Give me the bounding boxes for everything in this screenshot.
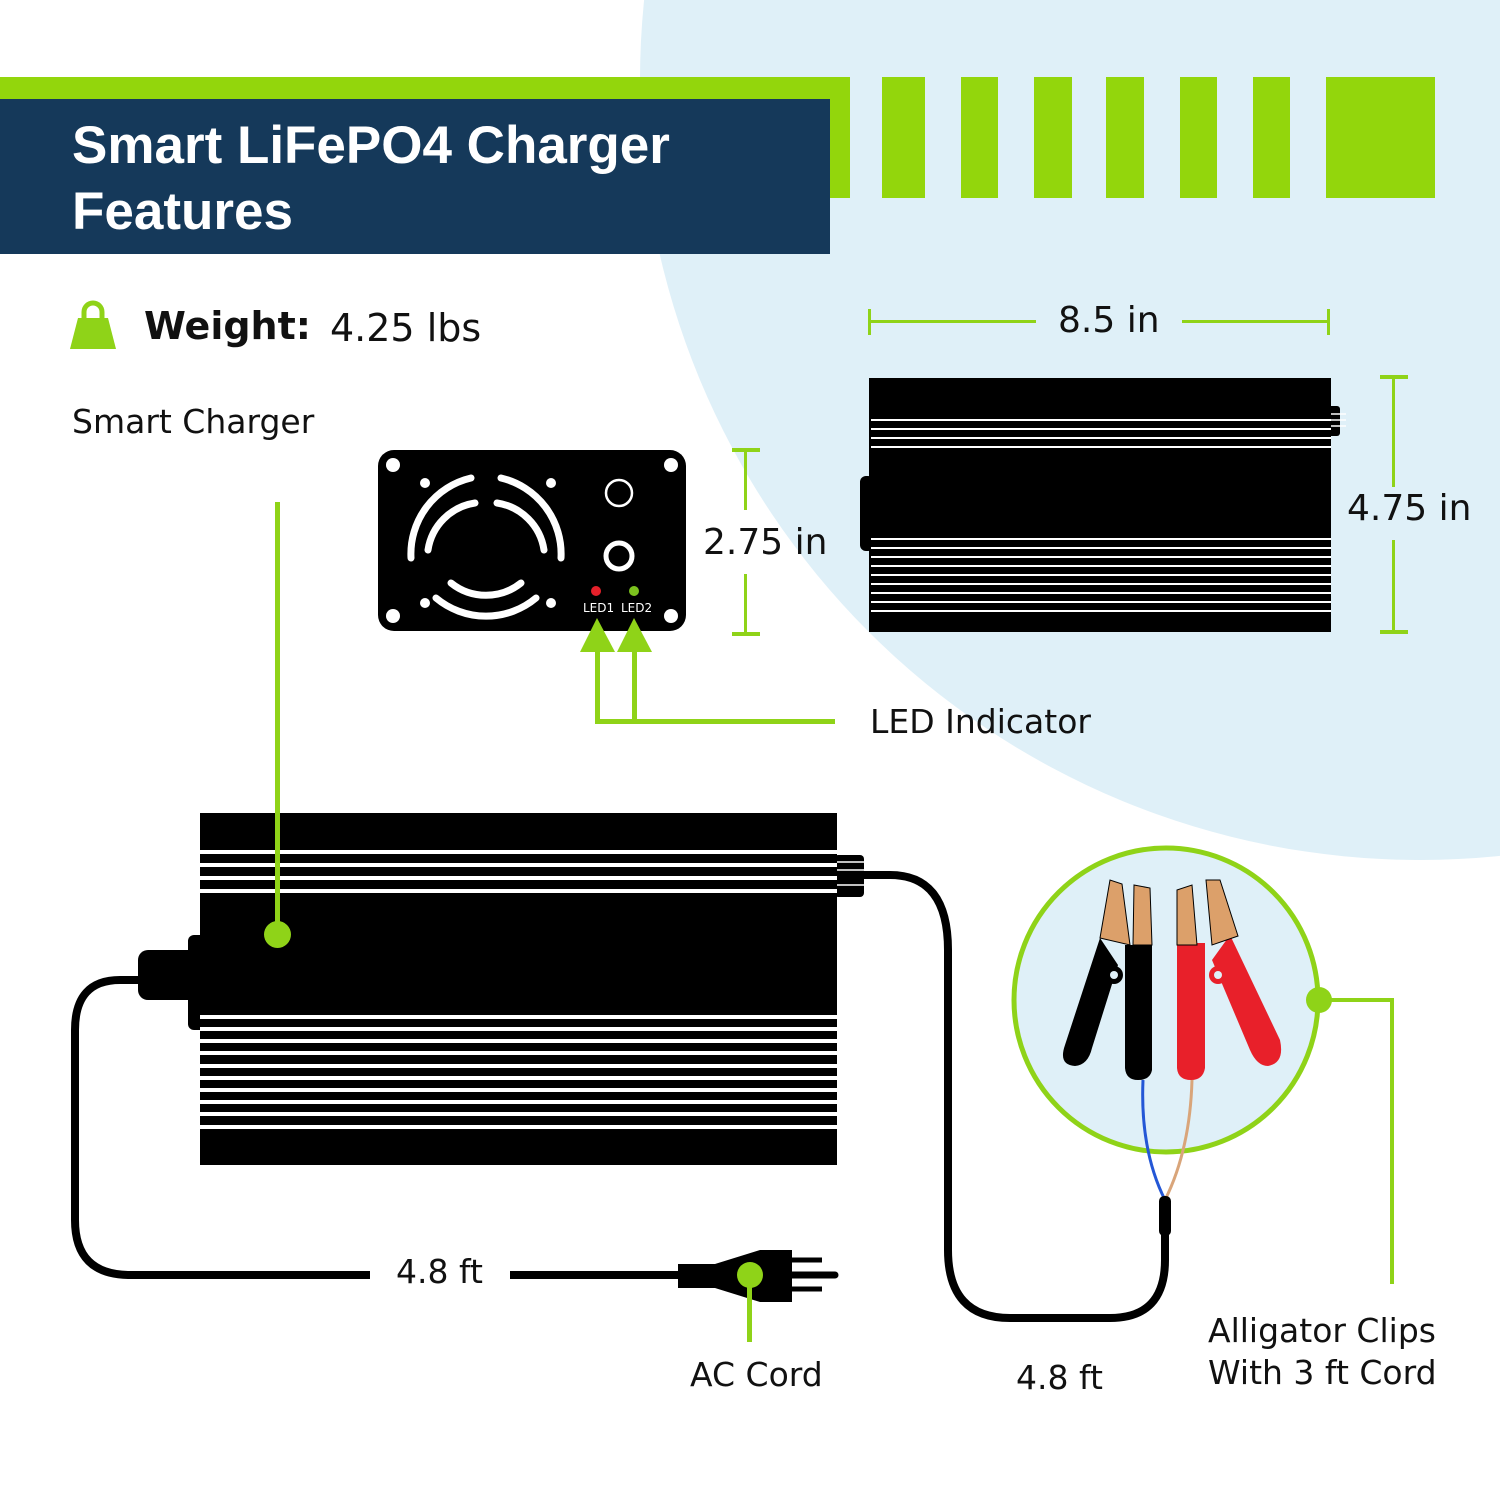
dimension-line [1392,377,1395,487]
header-stripe [1034,77,1072,198]
alligator-clip-detail-circle [1011,845,1321,1155]
led1-label: LED1 [583,601,615,615]
smart-charger-label: Smart Charger [72,402,315,441]
dimension-line [744,450,747,510]
header-stripe [1253,77,1290,198]
ac-cord-label: AC Cord [690,1355,823,1394]
main-charger-illustration [71,813,1394,1342]
led1-indicator [591,586,601,596]
ac-cord-length-label: 4.8 ft [396,1252,483,1291]
top-width-dimension: 8.5 in [1058,300,1160,341]
title-line-1: Smart LiFePO4 Charger [72,116,670,175]
charger-top-view [860,378,1346,632]
dimension-tick [732,632,760,636]
ac-plug [678,1250,792,1302]
title-banner [0,99,830,254]
led2-label: LED2 [621,601,653,615]
dc-cord [860,871,1169,1322]
dimension-tick [1327,309,1330,335]
dc-cord-length-label: 4.8 ft [1016,1358,1103,1397]
header-stripe [1180,77,1217,198]
front-height-dimension: 2.75 in [703,522,828,563]
led2-indicator [629,586,639,596]
smart-charger-marker-dot [264,921,291,948]
weight-value: 4.25 lbs [330,306,482,350]
charger-front-panel [378,450,686,631]
smart-charger-leader-line [275,800,280,930]
title-line-2: Features [72,182,293,241]
dimension-line [868,320,1036,323]
header-stripe [1106,77,1144,198]
smart-charger-leader-line [275,502,280,932]
led-indicator-label: LED Indicator [870,702,1091,741]
dimension-tick [1380,630,1408,634]
ac-cord [71,976,370,1279]
ac-cord-marker-dot [737,1262,763,1288]
led-indicator-arrows [580,618,835,724]
dimension-line [1392,540,1395,632]
dimension-line [1182,320,1330,323]
weight-icon [70,300,116,349]
weight-label: Weight: [144,304,311,348]
alligator-clips-label-line-2: With 3 ft Cord [1208,1353,1437,1392]
page-title: Smart LiFePO4 Charger Features [72,113,812,245]
alligator-clips-label: Alligator Clips With 3 ft Cord [1208,1310,1437,1394]
alligator-clips-label-line-1: Alligator Clips [1208,1311,1436,1350]
dimension-line [744,574,747,634]
header-stripe [961,77,998,198]
top-height-dimension: 4.75 in [1347,488,1472,529]
header-stripe [882,77,925,198]
header-stripe [1326,77,1435,198]
